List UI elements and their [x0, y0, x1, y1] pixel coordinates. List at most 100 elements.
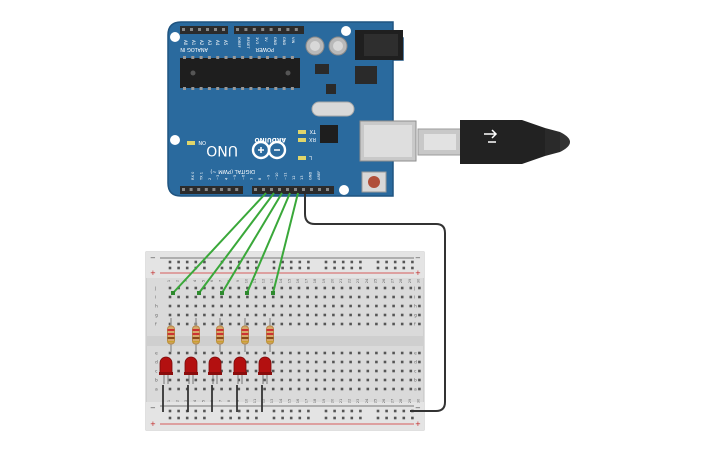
column-label: 1: [167, 280, 171, 282]
atmega-chip: [180, 56, 300, 90]
header-pin[interactable]: [252, 28, 256, 31]
row-label: a: [155, 388, 158, 393]
resistor[interactable]: [167, 318, 175, 352]
header-pin[interactable]: [294, 188, 297, 191]
row-label: b: [414, 378, 417, 384]
header-pin[interactable]: [270, 188, 273, 191]
header-pin[interactable]: [182, 188, 185, 191]
on-led: [187, 141, 195, 145]
header-pin[interactable]: [262, 188, 265, 191]
header-pin[interactable]: [189, 188, 193, 191]
on-led-label: ON: [198, 139, 206, 145]
row-label: a: [414, 388, 417, 393]
column-label: 26: [382, 278, 386, 283]
header-pin[interactable]: [214, 28, 217, 31]
ground-jumpers[interactable]: [162, 385, 263, 412]
red-led[interactable]: [233, 356, 247, 384]
header-pin[interactable]: [278, 28, 281, 31]
analog-pin-label: A4: [215, 40, 220, 46]
header-pin[interactable]: [278, 188, 281, 191]
column-label: 14: [279, 398, 283, 403]
header-pin[interactable]: [235, 188, 239, 191]
column-label: 28: [399, 278, 403, 283]
header-pin[interactable]: [310, 188, 313, 191]
signal-wire[interactable]: [221, 192, 283, 294]
header-pin[interactable]: [254, 188, 257, 191]
header-pin[interactable]: [326, 188, 329, 191]
capacitor: [305, 36, 325, 56]
header-pin[interactable]: [222, 28, 225, 31]
usb-cable[interactable]: [417, 120, 570, 164]
row-label: e: [155, 352, 158, 357]
header-pin[interactable]: [318, 188, 321, 191]
header-pin[interactable]: [286, 28, 290, 31]
column-label: 4: [193, 399, 197, 402]
signal-wires[interactable]: [171, 192, 299, 295]
header-pin[interactable]: [294, 28, 298, 31]
header-pin[interactable]: [190, 28, 193, 31]
header-pin[interactable]: [182, 28, 185, 31]
header-pin[interactable]: [227, 188, 231, 191]
header-pin[interactable]: [236, 28, 239, 31]
power-label: POWER: [255, 46, 274, 52]
header-pin[interactable]: [212, 188, 216, 191]
column-label: 25: [373, 279, 377, 284]
signal-wire[interactable]: [246, 192, 291, 294]
header-pin[interactable]: [198, 28, 201, 31]
column-label: 25: [373, 399, 377, 404]
digital-header-pins: [182, 188, 329, 191]
red-led[interactable]: [184, 356, 198, 384]
power-pin-label: RESET: [246, 37, 250, 49]
resistor[interactable]: [266, 318, 274, 352]
power-pin-label: VIN: [291, 37, 295, 44]
signal-wire[interactable]: [172, 192, 267, 294]
red-led[interactable]: [159, 356, 173, 384]
column-label: 30: [416, 398, 420, 403]
power-pin-label: 3V3: [255, 37, 259, 44]
red-led[interactable]: [208, 356, 222, 384]
column-label: 30: [416, 278, 420, 283]
column-label: 11: [253, 399, 257, 404]
header-pin[interactable]: [286, 188, 289, 191]
rail-minus-label: −: [150, 254, 156, 262]
signal-wire[interactable]: [198, 192, 275, 294]
row-label: j: [413, 286, 415, 292]
header-pin[interactable]: [204, 188, 208, 191]
row-label: c: [414, 370, 417, 375]
digital-header-low: [180, 186, 243, 194]
usb-interface-chip: [320, 125, 338, 143]
center-channel: [146, 336, 424, 346]
column-label: 11: [253, 279, 257, 284]
column-label: 3: [184, 400, 188, 402]
resistor[interactable]: [241, 318, 249, 352]
header-pin[interactable]: [269, 28, 273, 31]
digital-pin-label: ~3: [216, 175, 220, 180]
power-jack[interactable]: [355, 30, 403, 60]
header-pin[interactable]: [261, 28, 265, 31]
header-pin[interactable]: [244, 28, 248, 31]
ground-wire[interactable]: [304, 194, 446, 412]
rx-led: [298, 138, 306, 142]
analog-header: [180, 26, 228, 34]
digital-pin-label: AREF: [317, 171, 321, 180]
row-label: g: [414, 314, 417, 319]
header-pin[interactable]: [220, 188, 223, 191]
row-label: i: [414, 295, 415, 301]
resistors[interactable]: [167, 318, 274, 352]
breadboard[interactable]: − + − + − + − + 112233445566778899101011…: [145, 251, 425, 431]
header-pin[interactable]: [302, 188, 305, 191]
resistor[interactable]: [216, 318, 224, 352]
header-pin[interactable]: [197, 188, 201, 191]
signal-wire[interactable]: [272, 192, 299, 294]
resistor[interactable]: [192, 318, 200, 352]
column-label: 23: [356, 399, 360, 404]
reset-button[interactable]: [361, 171, 387, 193]
row-label: d: [155, 360, 158, 366]
red-led[interactable]: [258, 356, 272, 384]
header-pin[interactable]: [206, 28, 209, 31]
usb-symbol-icon: [484, 129, 498, 143]
leds[interactable]: [159, 356, 272, 384]
